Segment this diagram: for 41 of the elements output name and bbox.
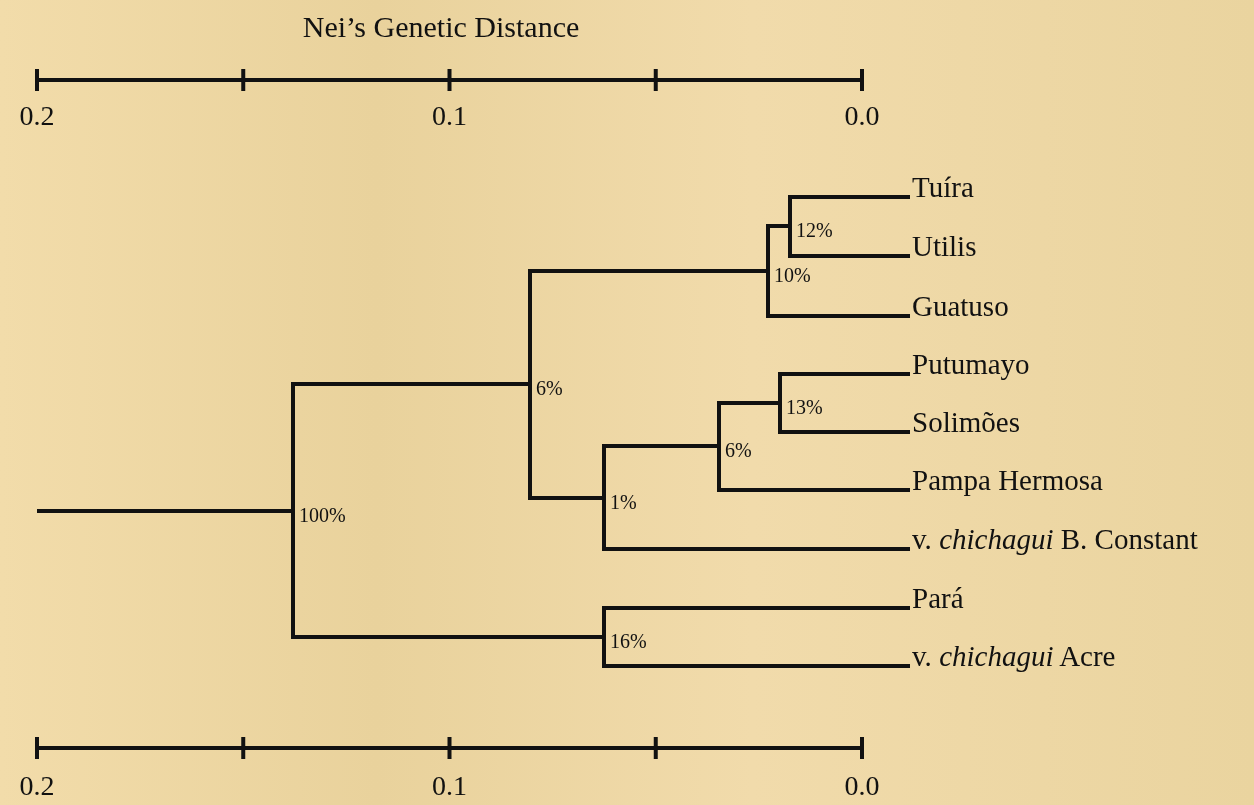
bootstrap-value: 12% xyxy=(796,220,833,240)
taxon-label: Solimões xyxy=(912,408,1020,437)
branch-line xyxy=(528,384,604,500)
bootstrap-value: 1% xyxy=(610,492,637,512)
branch-line xyxy=(291,382,530,511)
taxon-label: v. chichagui B. Constant xyxy=(912,525,1198,554)
branch-line xyxy=(766,224,790,271)
branch-line xyxy=(291,511,604,639)
taxon-label: Guatuso xyxy=(912,292,1009,321)
taxon-label: Putumayo xyxy=(912,350,1030,379)
branch-line xyxy=(602,606,910,637)
axis-tick-label: 0.2 xyxy=(19,102,55,130)
taxon-label: Pampa Hermosa xyxy=(912,466,1103,495)
branch-line xyxy=(778,372,910,403)
bootstrap-value: 13% xyxy=(786,397,823,417)
branch-line xyxy=(528,269,768,384)
axis-tick-label: 0.0 xyxy=(844,772,880,800)
bootstrap-value: 6% xyxy=(536,378,563,398)
taxon-label: Utilis xyxy=(912,232,977,261)
branch-line xyxy=(602,637,910,668)
branch-line xyxy=(766,271,910,318)
branch-line xyxy=(602,498,910,551)
bootstrap-value: 6% xyxy=(725,440,752,460)
axis-tick-label: 0.0 xyxy=(844,102,880,130)
taxon-label: Pará xyxy=(912,584,964,613)
branch-line xyxy=(37,509,293,513)
branch-line xyxy=(602,444,719,498)
axis-tick-label: 0.1 xyxy=(432,102,467,130)
axis-tick-label: 0.2 xyxy=(19,772,55,800)
taxon-label: v. chichagui Acre xyxy=(912,642,1116,671)
branch-line xyxy=(717,446,910,492)
taxon-label: Tuíra xyxy=(912,173,974,202)
branch-line xyxy=(717,401,780,446)
branch-line xyxy=(788,195,910,226)
axis-title: Nei’s Genetic Distance xyxy=(302,12,580,42)
bootstrap-value: 16% xyxy=(610,631,647,651)
axis-tick-label: 0.1 xyxy=(432,772,467,800)
bootstrap-value: 10% xyxy=(774,265,811,285)
bootstrap-value: 100% xyxy=(299,505,346,525)
branch-line xyxy=(788,226,910,258)
branch-line xyxy=(778,403,910,434)
